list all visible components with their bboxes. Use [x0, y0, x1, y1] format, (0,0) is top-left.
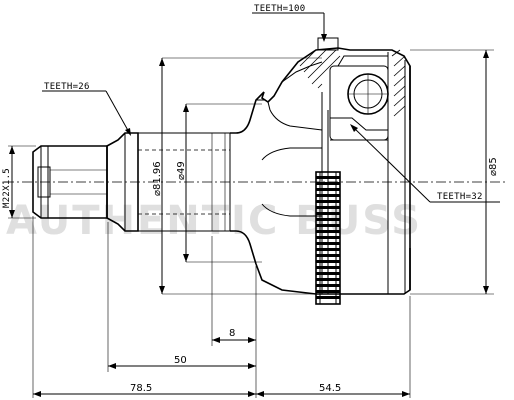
- ring-tooth: [316, 212, 340, 215]
- dim-length-8: 8: [229, 328, 235, 339]
- ring-tooth: [316, 260, 340, 263]
- ring-tooth: [316, 284, 340, 287]
- ring-tooth: [316, 266, 340, 269]
- spline-shaft: [106, 91, 265, 265]
- inner-race-section: [329, 55, 389, 141]
- ring-tooth: [316, 182, 340, 185]
- ring-tooth: [316, 194, 340, 197]
- dim-diameter-49: ⌀49: [176, 161, 187, 180]
- dim-length-54-5: 54.5: [319, 383, 341, 394]
- section-hatch: [299, 49, 406, 117]
- dim-diameter-81-96: ⌀81.96: [152, 161, 163, 196]
- ring-tooth: [316, 236, 340, 239]
- ring-tooth: [316, 278, 340, 281]
- ring-tooth: [316, 188, 340, 191]
- leader-lines: [42, 12, 500, 203]
- ring-tooth: [316, 242, 340, 245]
- housing-body: [255, 47, 411, 295]
- teeth-spline-label: TEETH=26: [44, 82, 90, 92]
- watermark-text: AUTHENTIC BUSS: [6, 198, 422, 244]
- dim-length-78-5: 78.5: [130, 383, 152, 394]
- ring-tooth: [316, 254, 340, 257]
- ring-tooth: [316, 248, 340, 251]
- dimension-arrows: [9, 50, 489, 397]
- ring-tooth: [316, 200, 340, 203]
- ring-tooth: [316, 206, 340, 209]
- ring-tooth: [316, 290, 340, 293]
- thread-spec-label: M22X1.5: [2, 168, 12, 208]
- dim-length-50: 50: [174, 355, 187, 366]
- ring-tooth: [316, 176, 340, 179]
- ring-tooth: [316, 230, 340, 233]
- dimension-lines: [8, 49, 494, 398]
- dim-diameter-85: ⌀85: [488, 157, 499, 176]
- ring-tooth: [316, 272, 340, 275]
- ring-tooth: [316, 296, 340, 299]
- abs-ring-teeth: [316, 176, 340, 299]
- teeth-outer-label: TEETH=100: [254, 4, 305, 14]
- ring-tooth: [316, 224, 340, 227]
- ring-tooth: [316, 218, 340, 221]
- teeth-inner-label: TEETH=32: [437, 192, 483, 202]
